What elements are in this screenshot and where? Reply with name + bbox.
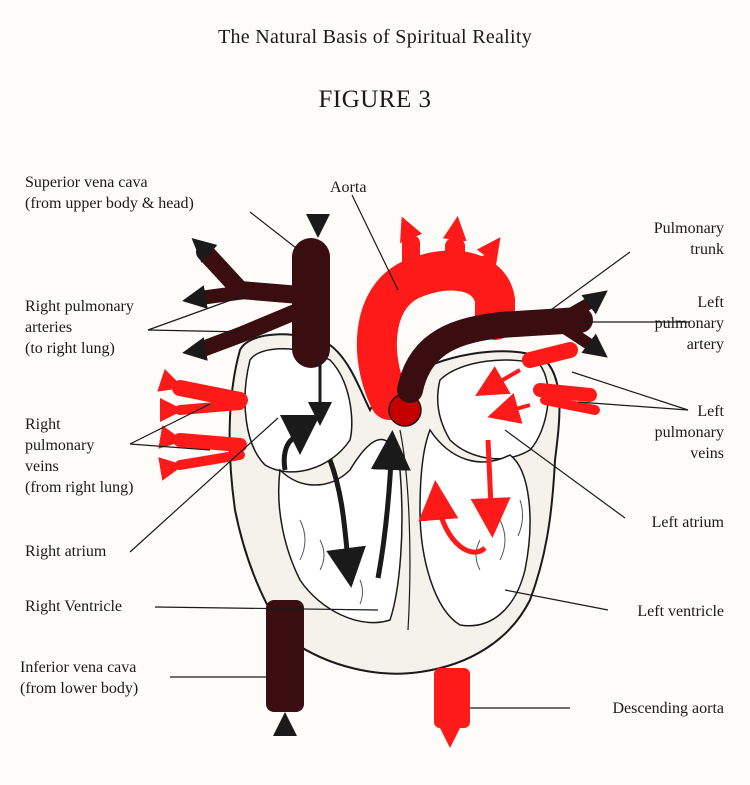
right-pulmonary-vein-lower	[173, 433, 247, 452]
label-line: Left	[697, 403, 724, 420]
flow-arrow	[442, 216, 467, 242]
leader-right-pulmonary-veins-a	[129, 403, 211, 445]
label-line: pulmonary	[654, 315, 724, 332]
texture-line	[517, 499, 524, 537]
right-pulmonary-vein-upper	[172, 380, 248, 408]
descending-aorta	[434, 668, 470, 728]
label-line: Descending aorta	[612, 700, 724, 717]
label-line: trunk	[690, 241, 724, 258]
label-superior-vena-cava: Superior vena cava (from upper body & he…	[25, 172, 194, 214]
flow-arrow	[470, 439, 511, 538]
leader-left-ventricle	[504, 589, 609, 611]
right-ventricle-chamber	[277, 438, 403, 624]
flow-arrow	[182, 337, 208, 361]
leader-aorta	[351, 194, 399, 291]
flow-arrow	[475, 366, 522, 397]
leader-right-pulmonary-arteries-b	[147, 329, 246, 333]
flow-arrow	[581, 333, 608, 358]
label-left-pulmonary-veins: Left pulmonary veins	[655, 401, 724, 464]
label-line: veins	[690, 445, 724, 462]
label-line: Inferior vena cava	[20, 659, 137, 676]
leader-right-atrium	[129, 417, 279, 553]
left-atrium-chamber	[436, 359, 549, 460]
aorta-branch-1	[402, 235, 420, 275]
label-line: Left atrium	[651, 514, 724, 531]
right-pulmonary-vein-mid	[175, 400, 245, 415]
label-line: (from lower body)	[20, 680, 139, 697]
label-line: (to right lung)	[25, 340, 115, 357]
label-line: (from upper body & head)	[25, 195, 194, 212]
right-pulmonary-artery-lower	[192, 302, 308, 358]
leader-right-pulmonary-arteries-a	[147, 294, 246, 331]
label-line: arteries	[25, 319, 73, 336]
flow-arrow	[158, 457, 184, 481]
label-line: Superior vena cava	[25, 174, 148, 191]
label-left-pulmonary-artery: Left pulmonary artery	[655, 292, 724, 355]
label-right-ventricle: Right Ventricle	[25, 596, 122, 617]
leader-pulmonary-trunk	[547, 251, 631, 313]
flow-arrow	[400, 216, 423, 244]
label-inferior-vena-cava: Inferior vena cava (from lower body)	[20, 657, 138, 699]
label-line: pulmonary	[654, 424, 724, 441]
label-line: Right pulmonary	[25, 298, 134, 315]
label-line: Left ventricle	[637, 603, 724, 620]
label-line: Right Ventricle	[25, 598, 123, 615]
flow-arrow	[182, 285, 208, 309]
left-pulmonary-vein-upper	[522, 342, 578, 368]
flow-arrow	[158, 425, 184, 449]
label-line: Aorta	[330, 179, 367, 196]
texture-line	[475, 539, 481, 571]
label-right-pulmonary-veins: Right pulmonary veins (from right lung)	[25, 414, 133, 498]
right-atrium-chamber	[244, 348, 353, 473]
aorta-branch-2	[445, 238, 465, 276]
superior-vena-cava	[292, 238, 330, 368]
label-right-atrium: Right atrium	[25, 541, 106, 562]
label-pulmonary-trunk: Pulmonary trunk	[654, 218, 724, 260]
label-aorta: Aorta	[330, 177, 366, 198]
label-left-ventricle: Left ventricle	[637, 601, 724, 622]
flow-arrow	[157, 368, 184, 392]
texture-line	[299, 519, 306, 561]
label-line: Left	[697, 294, 724, 311]
right-pulmonary-vein-bottom	[175, 450, 245, 470]
label-line: (from right lung)	[25, 479, 134, 496]
aorta-branch-3	[478, 255, 496, 291]
flow-arrow	[487, 393, 531, 424]
leader-left-pulmonary-veins-b	[577, 401, 689, 411]
flow-arrow	[279, 414, 320, 471]
leader-left-pulmonary-veins-a	[571, 371, 689, 411]
label-descending-aorta: Descending aorta	[612, 698, 724, 719]
texture-line	[319, 539, 325, 571]
flow-arrow	[326, 459, 366, 588]
leader-right-pulmonary-veins-b	[129, 443, 211, 451]
flow-arrow	[191, 238, 218, 263]
label-left-atrium: Left atrium	[652, 512, 724, 533]
inferior-vena-cava	[266, 600, 304, 712]
label-line: Pulmonary	[653, 220, 724, 237]
left-pulmonary-vein-lower	[540, 395, 600, 415]
label-line: artery	[686, 336, 724, 353]
label-line: pulmonary	[25, 437, 95, 454]
label-line: Right	[25, 416, 61, 433]
flow-arrow	[476, 237, 501, 264]
label-line: veins	[25, 458, 59, 475]
pulmonary-trunk	[397, 307, 593, 403]
running-head: The Natural Basis of Spiritual Reality	[217, 26, 533, 48]
leader-left-atrium	[504, 429, 626, 519]
flow-arrow	[370, 430, 411, 579]
flow-arrow	[418, 480, 487, 555]
left-pulmonary-vein-mid	[533, 383, 597, 402]
leader-superior-vena-cava	[249, 211, 306, 256]
label-right-pulmonary-arteries: Right pulmonary arteries (to right lung)	[25, 296, 134, 359]
leader-right-ventricle	[154, 606, 379, 611]
figure-title: FIGURE 3	[318, 86, 432, 113]
label-line: Right atrium	[25, 543, 107, 560]
flow-arrow	[581, 290, 608, 315]
